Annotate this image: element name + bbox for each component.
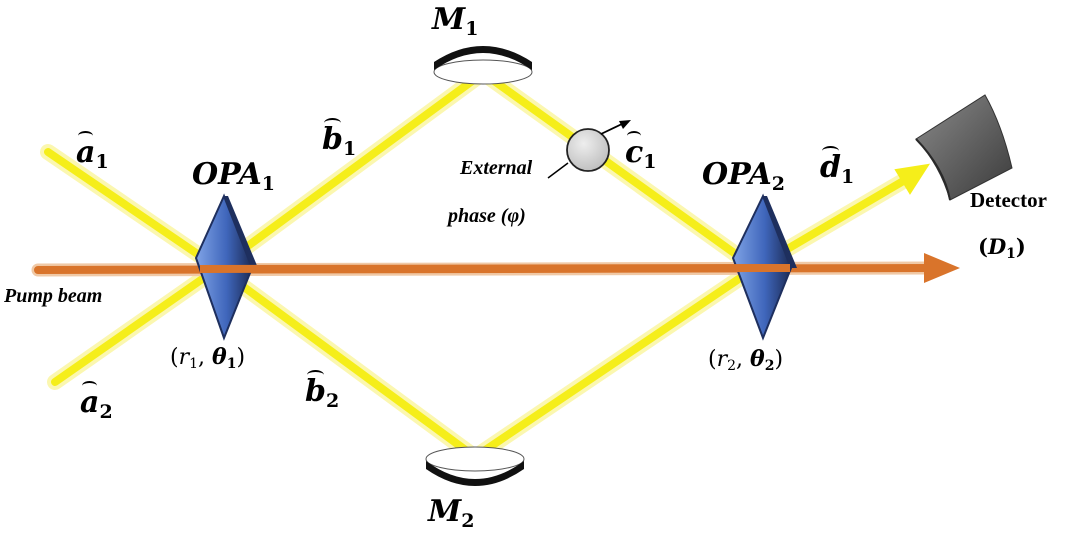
label-opa1: OPA1 (192, 157, 276, 195)
label-opa2: OPA2 (702, 157, 786, 195)
beam-b2-return (471, 264, 759, 461)
beam-a2 (51, 264, 222, 386)
label-pump-beam: Pump beam (4, 285, 103, 307)
label-r1-theta1: (r1, θ1) (170, 344, 246, 372)
detector-icon (915, 94, 1013, 201)
beam-b1 (214, 69, 487, 272)
label-detector-id: (D1) (978, 234, 1026, 262)
label-r2-theta2: (r2, θ2) (708, 346, 784, 374)
mirror-m1 (433, 46, 533, 85)
mirror-m2 (425, 446, 525, 486)
label-detector: Detector (970, 188, 1047, 212)
label-external: External (460, 157, 533, 179)
label-b2: b2 (305, 370, 340, 412)
beam-a1 (44, 148, 222, 272)
label-phase: phase (φ) (448, 205, 526, 227)
label-m1: M1 (432, 2, 479, 40)
label-m2: M2 (428, 494, 475, 532)
beam-d1-arrowhead (894, 163, 931, 195)
beam-c1 (479, 69, 759, 272)
beam-b2 (214, 264, 479, 461)
label-b1: b1 (322, 118, 357, 160)
label-d1: d1 (820, 146, 855, 188)
signal-beams (40, 65, 931, 465)
label-c1: c1 (625, 131, 657, 173)
phase-shifter (547, 120, 631, 179)
label-a2: a2 (80, 381, 113, 423)
label-a1: a1 (76, 131, 109, 173)
pump-arrowhead (924, 253, 960, 283)
